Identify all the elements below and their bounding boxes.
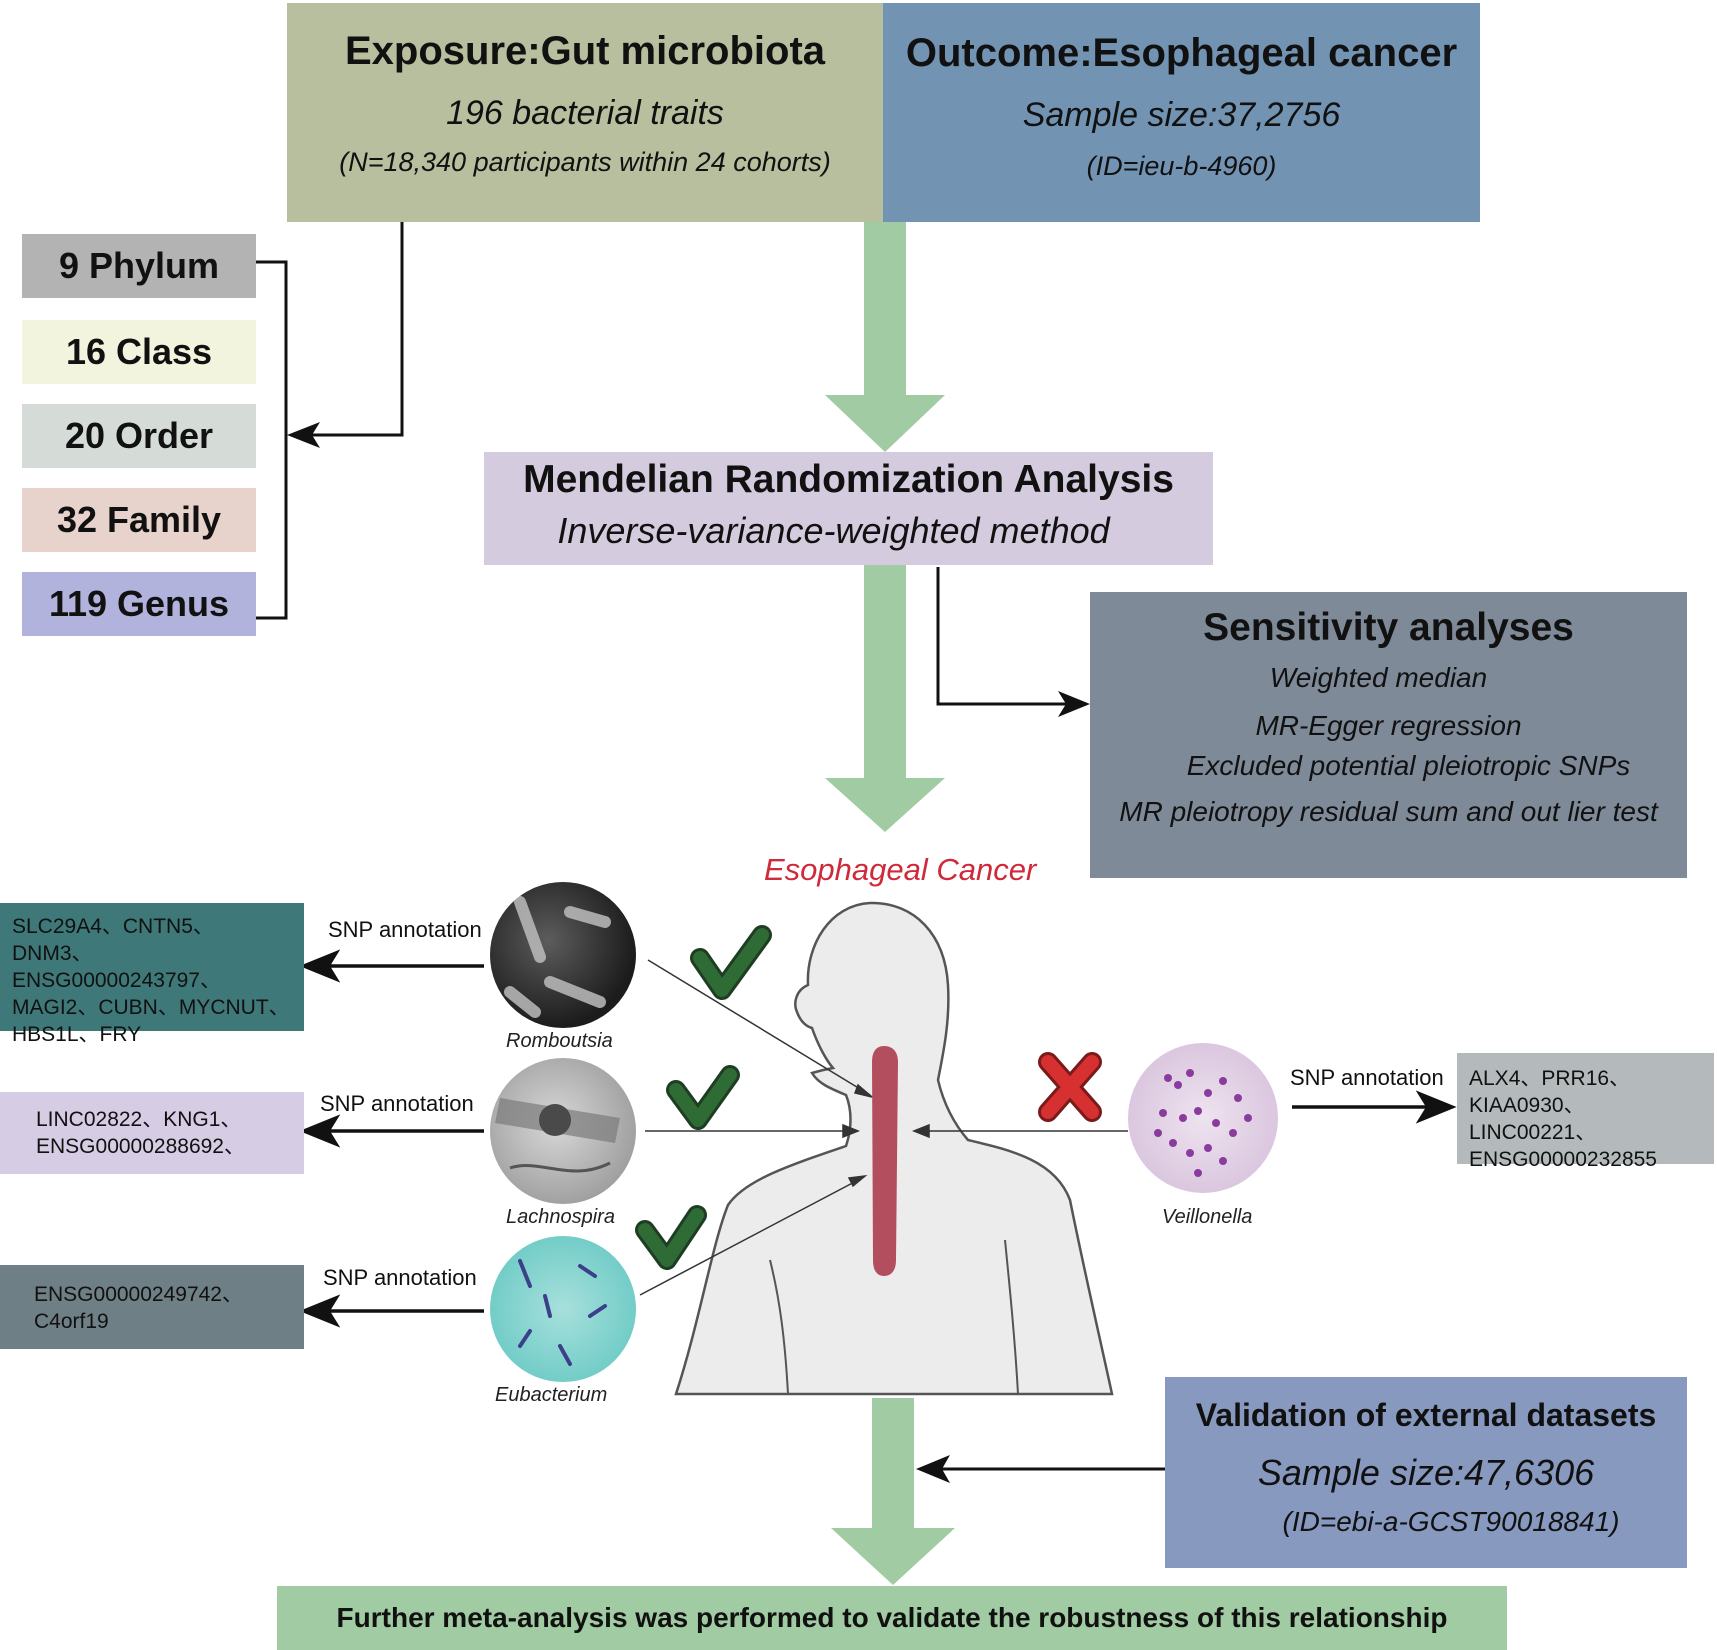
figure-title: Esophageal Cancer: [764, 852, 1037, 887]
romboutsia-caption: Romboutsia: [506, 1030, 613, 1052]
cross-icon-veillonella: [1038, 1052, 1102, 1122]
eubacterium-micrograph: [490, 1236, 636, 1382]
outcome-sample-size: Sample size:37,2756: [1022, 96, 1341, 134]
taxonomy-family: 32 Family: [22, 488, 256, 552]
sensitivity-connector: [936, 567, 1070, 706]
exposure-participants: (N=18,340 participants within 24 cohorts…: [339, 147, 831, 177]
veillonella-caption: Veillonella: [1162, 1206, 1253, 1228]
snp-label-lachnospira: SNP annotation: [320, 1091, 474, 1116]
snp-label-romboutsia: SNP annotation: [328, 917, 482, 942]
eubacterium-caption: Eubacterium: [495, 1384, 608, 1406]
veillonella-micrograph: [1128, 1043, 1278, 1193]
validation-title: Validation of external datasets: [1195, 1397, 1657, 1433]
mr-analysis-box: Mendelian Randomization Analysis Inverse…: [484, 452, 1213, 565]
sensitivity-item-1: Weighted median: [1269, 662, 1488, 693]
sensitivity-title: Sensitivity analyses: [1203, 606, 1574, 649]
mr-method: Inverse-variance-weighted method: [557, 510, 1110, 551]
sensitivity-connector-arrowhead: [1058, 691, 1090, 717]
validation-id: (ID=ebi-a-GCST90018841): [1282, 1506, 1620, 1537]
romboutsia-micrograph: [490, 882, 636, 1028]
flow-arrow-2: [825, 565, 945, 832]
lachnospira-caption: Lachnospira: [506, 1206, 615, 1228]
taxonomy-genus: 119 Genus: [22, 572, 256, 636]
lachnospira-micrograph: [490, 1058, 636, 1204]
genes-eubacterium: ENSG00000249742、C4orf19: [34, 1283, 243, 1333]
sensitivity-item-3: Excluded potential pleiotropic SNPs: [1186, 750, 1631, 781]
exposure-trait-count: 196 bacterial traits: [446, 94, 724, 132]
check-icon-eubacterium: [635, 1205, 707, 1270]
taxonomy-phylum: 9 Phylum: [22, 234, 256, 298]
validation-connector-arrowhead: [916, 1455, 950, 1483]
exposure-connector-arrowhead: [287, 422, 320, 448]
taxonomy-bracket: [256, 260, 288, 620]
snp-label-veillonella: SNP annotation: [1290, 1065, 1444, 1090]
genes-box-lachnospira: LINC02822、KNG1、ENSG00000288692、: [0, 1092, 304, 1174]
conclusion-box: Further meta-analysis was performed to v…: [277, 1586, 1507, 1650]
snp-annotation-arrows: [299, 949, 1457, 1328]
outcome-box: Outcome:Esophageal cancer Sample size:37…: [883, 3, 1480, 222]
exposure-connector: [300, 222, 404, 437]
sensitivity-item-4: MR pleiotropy residual sum and out lier …: [1119, 796, 1658, 827]
genes-veillonella: ALX4、PRR16、KIAA0930、LINC00221、ENSG000002…: [1469, 1067, 1657, 1171]
bacteria-pointer-lines: [639, 959, 1128, 1296]
sensitivity-item-2: MR-Egger regression: [1255, 710, 1522, 741]
taxonomy-class: 16 Class: [22, 320, 256, 384]
conclusion-text: Further meta-analysis was performed to v…: [336, 1602, 1448, 1633]
genes-box-eubacterium: ENSG00000249742、C4orf19: [0, 1265, 304, 1349]
exposure-box: Exposure:Gut microbiota 196 bacterial tr…: [287, 3, 883, 222]
snp-label-eubacterium: SNP annotation: [323, 1265, 477, 1290]
check-icon-romboutsia: [690, 925, 772, 1000]
veillonella-cocci-icon: [1154, 1069, 1252, 1177]
lachnospira-cell-icon: [495, 1098, 620, 1173]
taxonomy-order: 20 Order: [22, 404, 256, 468]
esophagus: [872, 1046, 898, 1276]
genes-box-romboutsia: SLC29A4、CNTN5、DNM3、ENSG00000243797、MAGI2…: [0, 903, 304, 1046]
romboutsia-rods-icon: [504, 896, 611, 1018]
validation-sample-size: Sample size:47,6306: [1257, 1452, 1595, 1493]
exposure-title: Exposure:Gut microbiota: [344, 29, 826, 73]
check-icon-lachnospira: [666, 1065, 740, 1130]
eubacterium-rods-icon: [518, 1259, 607, 1366]
genes-box-veillonella: ALX4、PRR16、KIAA0930、LINC00221、ENSG000002…: [1457, 1053, 1714, 1171]
sensitivity-box: Sensitivity analyses Weighted median MR-…: [1090, 592, 1687, 878]
mr-title: Mendelian Randomization Analysis: [523, 458, 1174, 501]
flow-arrow-1: [825, 222, 945, 452]
genes-lachnospira: LINC02822、KNG1、ENSG00000288692、: [36, 1108, 245, 1158]
genes-romboutsia: SLC29A4、CNTN5、DNM3、ENSG00000243797、MAGI2…: [12, 915, 290, 1046]
outcome-id: (ID=ieu-b-4960): [1086, 151, 1277, 181]
outcome-title: Outcome:Esophageal cancer: [905, 31, 1458, 75]
validation-box: Validation of external datasets Sample s…: [1165, 1377, 1687, 1568]
flow-arrow-3: [831, 1398, 955, 1585]
